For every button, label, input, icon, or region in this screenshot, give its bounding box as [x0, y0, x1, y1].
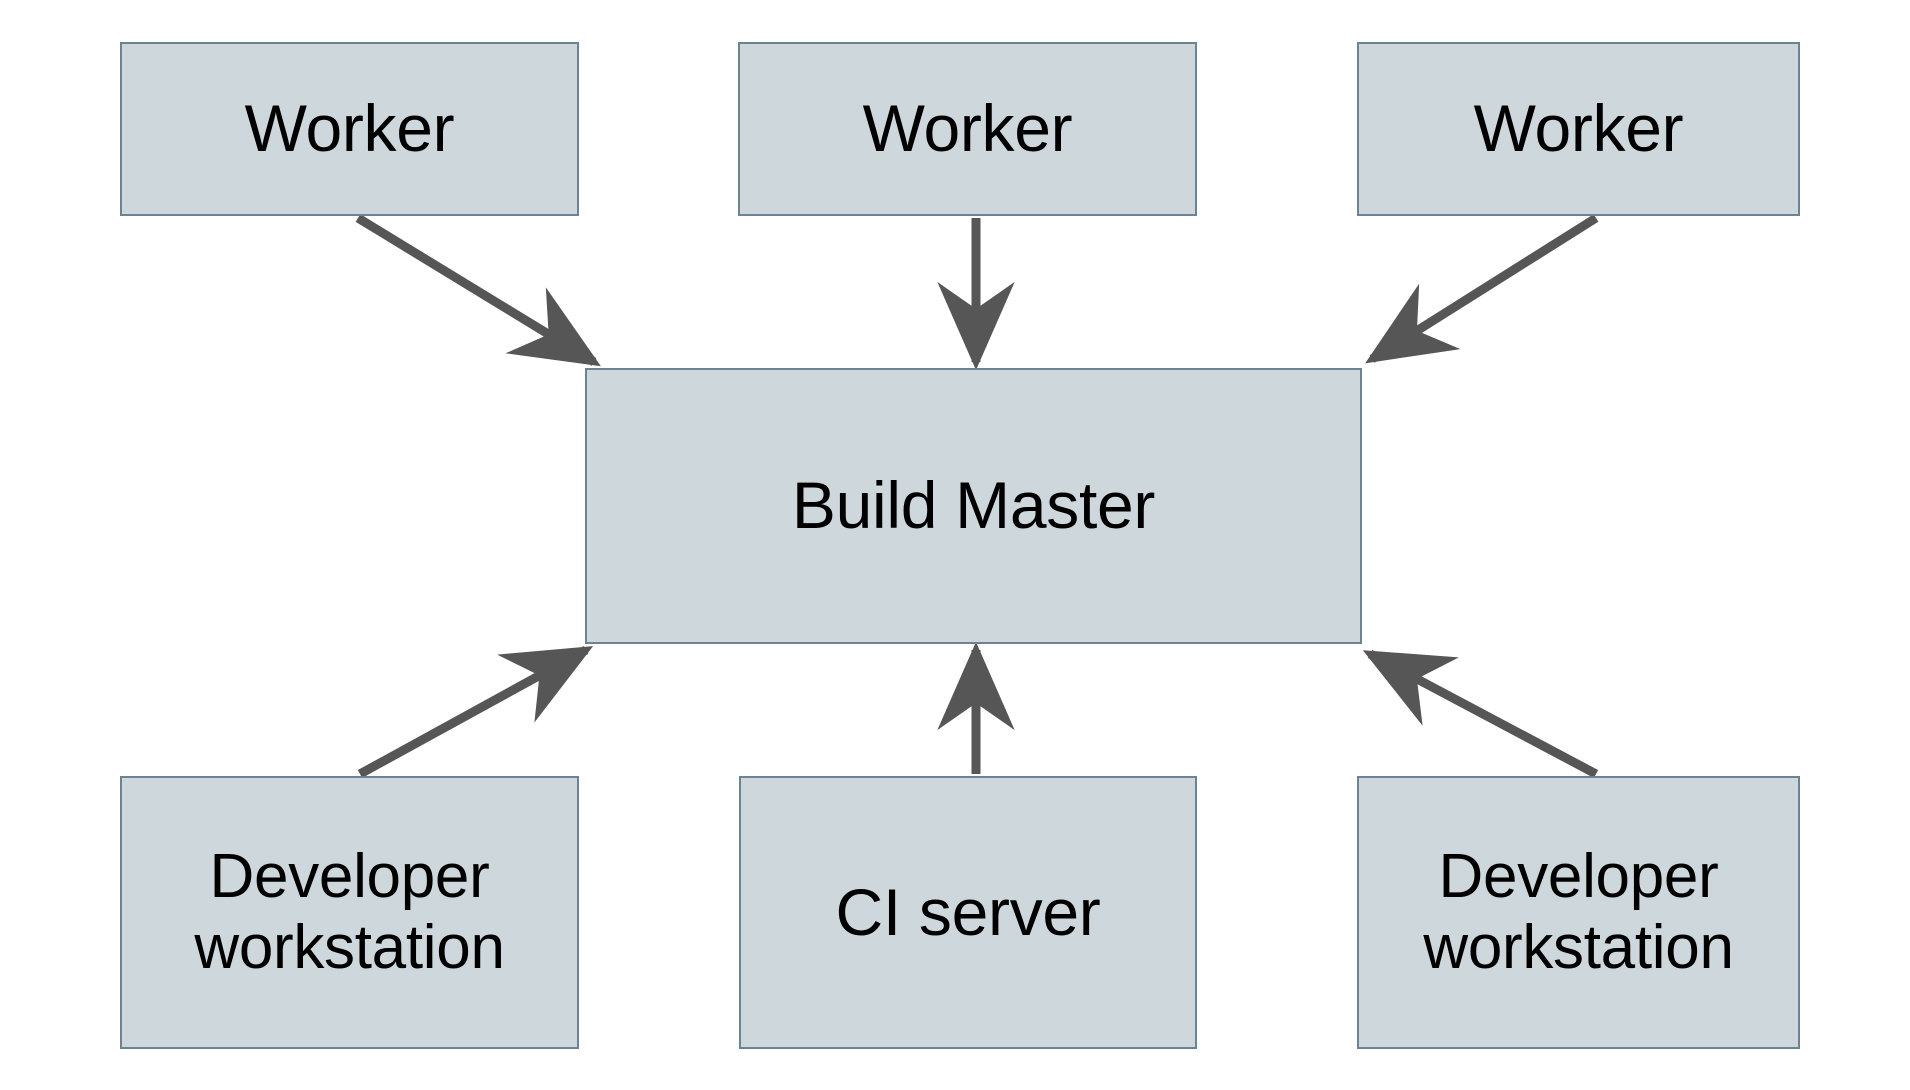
edge-worker-3-to-build-master	[1365, 214, 1599, 364]
node-worker-3-label: Worker	[1473, 91, 1684, 166]
edge-worker-1-to-build-master	[355, 214, 601, 367]
node-developer-workstation-1-label: Developer workstation	[194, 841, 505, 982]
edge-dev-ws-2-to-build-master	[1362, 650, 1599, 778]
node-worker-3[interactable]: Worker	[1357, 42, 1800, 216]
node-worker-1-label: Worker	[244, 91, 455, 166]
node-developer-workstation-2[interactable]: Developer workstation	[1357, 776, 1800, 1049]
node-ci-server[interactable]: CI server	[739, 776, 1197, 1049]
node-worker-1[interactable]: Worker	[120, 42, 579, 216]
node-ci-server-label: CI server	[835, 874, 1101, 949]
node-developer-workstation-2-label: Developer workstation	[1423, 841, 1734, 982]
node-developer-workstation-1[interactable]: Developer workstation	[120, 776, 579, 1049]
node-worker-2-label: Worker	[862, 91, 1073, 166]
node-worker-2[interactable]: Worker	[738, 42, 1197, 216]
node-build-master-label: Build Master	[791, 468, 1156, 543]
edge-dev-ws-1-to-build-master	[357, 646, 594, 778]
node-build-master[interactable]: Build Master	[585, 368, 1362, 644]
